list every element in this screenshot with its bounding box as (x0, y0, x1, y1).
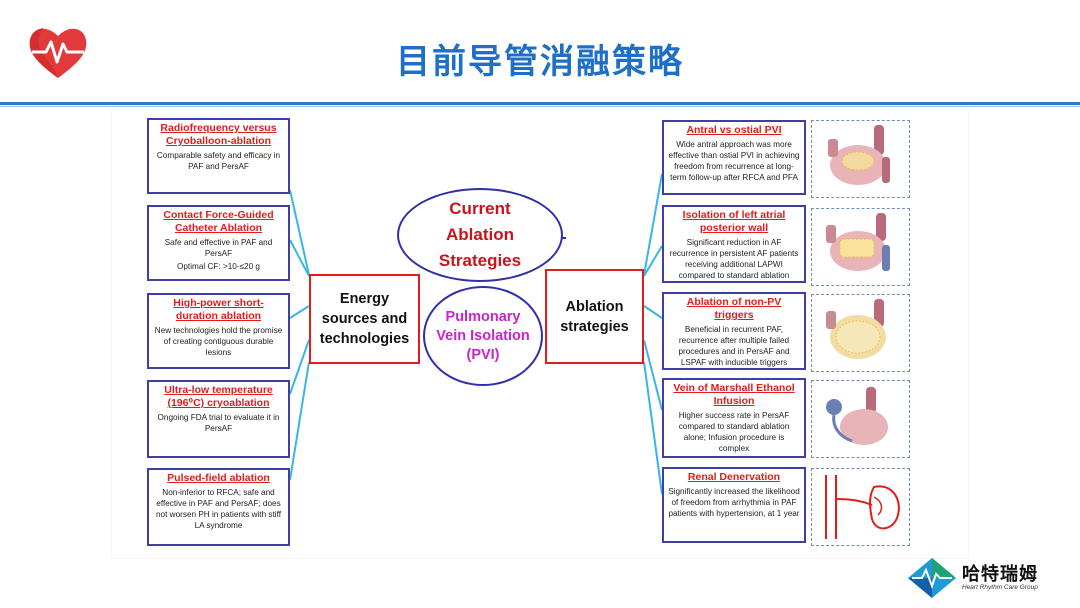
page-title: 目前导管消融策略 (396, 42, 684, 82)
energy-sources-hub: Energy sources and technologies (309, 274, 420, 364)
left-item-title: Contact Force-Guided Catheter Ablation (163, 209, 274, 234)
diagram-slide: Radiofrequency versus Cryoballoon-ablati… (112, 110, 968, 558)
header-divider (0, 102, 1080, 105)
connector-right-5 (643, 361, 663, 495)
right-item-desc: Significant reduction in AF recurrence i… (669, 238, 799, 280)
left-item-title: Pulsed-field ablation (167, 472, 270, 484)
connector-left-2 (289, 239, 310, 277)
oval-line: Pulmonary (445, 308, 521, 325)
left-item-desc: New technologies hold the promise of cre… (154, 326, 283, 357)
left-item: Pulsed-field ablation Non-inferior to RF… (147, 468, 290, 546)
connector-right-3 (643, 305, 663, 319)
brand-logo: 哈特瑞姆 Heart Rhythm Care Group (906, 556, 1056, 600)
left-item-desc: Safe and effective in PAF and PersAF (164, 238, 273, 258)
connector-left-4 (289, 339, 310, 395)
left-item: High-power short-duration ablation New t… (147, 293, 290, 369)
connector-left-3 (289, 305, 310, 319)
kidney-anatomy-image (811, 468, 910, 546)
left-item-desc: Non-inferior to RFCA; safe and effective… (156, 488, 281, 530)
heart-pulse-icon (26, 22, 90, 82)
connector-left-1 (289, 189, 310, 276)
right-item-desc: Beneficial in recurrent PAF, recurrence … (678, 325, 790, 367)
hub-line: technologies (319, 331, 410, 347)
hub-line: Energy (339, 291, 390, 307)
brand-logo-icon (908, 558, 956, 598)
hub-line: sources and (321, 311, 408, 327)
right-item: Renal Denervation Significantly increase… (662, 467, 806, 543)
left-item-desc-extra: Optimal CF: >10-≤20 g (177, 262, 260, 271)
hub-line: Ablation (565, 298, 624, 315)
right-item-title: Ablation of non-PV triggers (686, 296, 782, 321)
left-item-desc: Ongoing FDA trial to evaluate it in Pers… (157, 413, 280, 433)
right-item: Isolation of left atrial posterior wall … (662, 205, 806, 283)
heart-anatomy-image (811, 208, 910, 286)
right-item-desc: Higher success rate in PersAF compared t… (678, 411, 790, 453)
oval-line: Vein Isolation (436, 327, 530, 344)
heart-anatomy-image (811, 380, 910, 458)
connector-right-2 (643, 245, 663, 277)
header-divider-thin (0, 106, 1080, 107)
right-item-desc: Significantly increased the likelihood o… (668, 487, 800, 518)
pvi-oval: Pulmonary Vein Isolation (PVI) (423, 286, 543, 386)
left-item-title: Radiofrequency versus Cryoballoon-ablati… (160, 122, 277, 147)
oval-line: (PVI) (466, 346, 500, 363)
hub-line: strategies (560, 318, 629, 335)
connector-left-5 (289, 361, 310, 481)
right-item: Vein of Marshall Ethanol Infusion Higher… (662, 378, 806, 458)
left-item-title: Ultra-low temperature (196⁰C) cryoablati… (164, 384, 273, 409)
right-item-title: Antral vs ostial PVI (686, 124, 782, 136)
left-item-title: High-power short-duration ablation (173, 297, 264, 322)
left-item: Ultra-low temperature (196⁰C) cryoablati… (147, 380, 290, 458)
right-item-title: Isolation of left atrial posterior wall (682, 209, 786, 234)
right-item-title: Vein of Marshall Ethanol Infusion (673, 382, 795, 407)
heart-anatomy-image (811, 294, 910, 372)
right-item-title: Renal Denervation (687, 471, 781, 483)
current-strategies-oval: Current Ablation Strategies (397, 188, 563, 282)
left-item: Contact Force-Guided Catheter Ablation S… (147, 205, 290, 281)
right-item: Ablation of non-PV triggers Beneficial i… (662, 292, 806, 370)
brand-subtitle: Heart Rhythm Care Group (962, 584, 1038, 591)
brand-name: 哈特瑞姆 (962, 564, 1038, 585)
left-item-desc: Comparable safety and efficacy in PAF an… (156, 151, 281, 171)
connector-lines (289, 173, 663, 495)
oval-line: Current (449, 199, 511, 218)
connector-right-1 (643, 173, 663, 276)
oval-line: Strategies (438, 251, 522, 270)
right-item: Antral vs ostial PVI Wide antral approac… (662, 120, 806, 195)
ablation-strategies-hub: Ablation strategies (545, 269, 644, 364)
oval-line: Ablation (445, 225, 514, 244)
heart-anatomy-image (811, 120, 910, 198)
left-item: Radiofrequency versus Cryoballoon-ablati… (147, 118, 290, 194)
right-item-desc: Wide antral approach was more effective … (668, 140, 800, 182)
connector-right-4 (643, 339, 663, 411)
